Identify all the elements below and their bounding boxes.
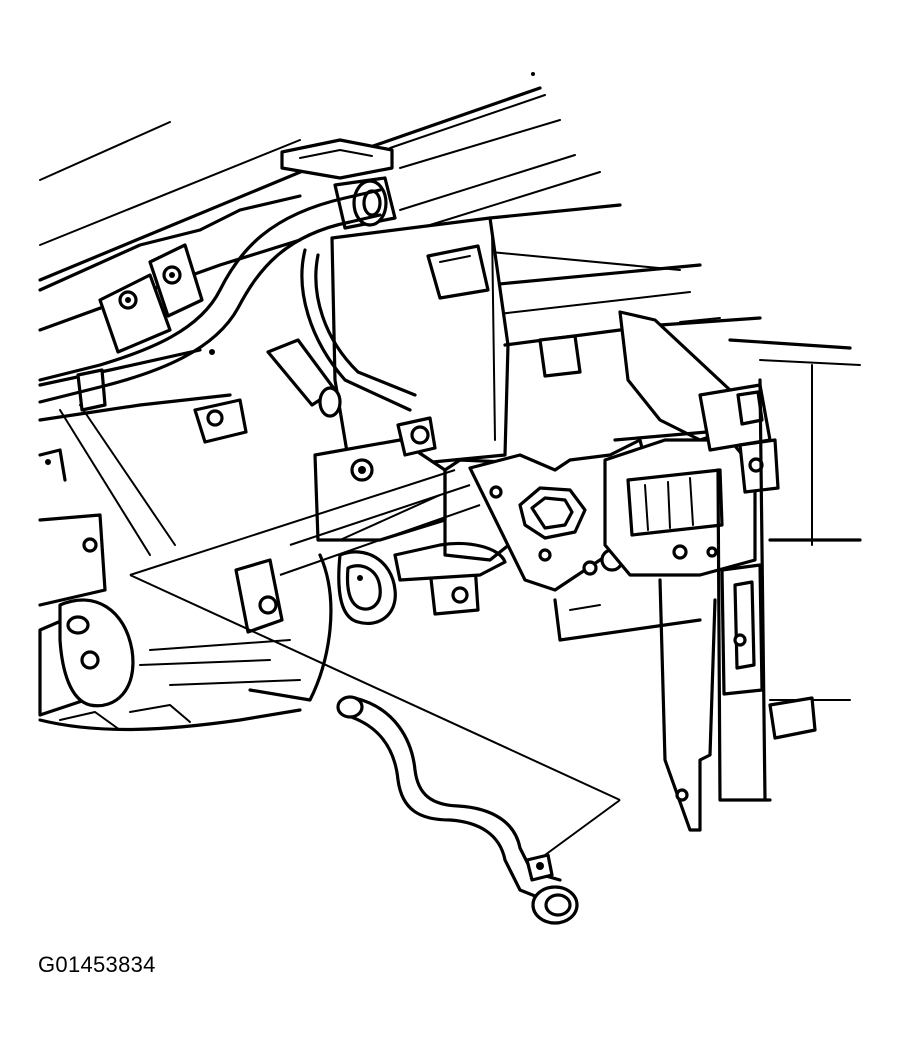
stabilizer-bar: [38, 188, 417, 418]
scan-marks: [45, 72, 535, 581]
lower-bushing-mount: [234, 541, 507, 634]
figure-id-label: G01453834: [38, 952, 156, 977]
crossmember: [38, 194, 302, 556]
left-front-assembly: [38, 448, 333, 732]
leader-lines: [129, 469, 621, 856]
radiator-support: [553, 310, 817, 832]
component-housing: [330, 203, 622, 472]
cooler-line-tube: [336, 695, 579, 925]
